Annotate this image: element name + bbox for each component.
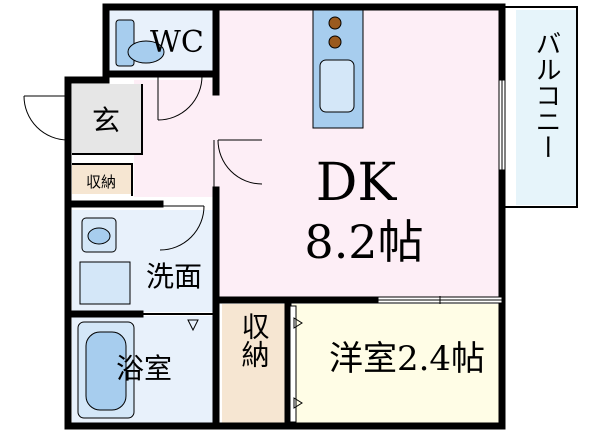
balcony-window [498,79,506,171]
western-room-sliding-door [377,296,503,304]
bathroom-label: 浴室 [116,352,172,385]
dk-label: DK [316,153,398,213]
storage-mid-floor [222,304,286,424]
wc-door-swing [157,75,203,121]
entrance-floor [72,84,142,154]
front-door-swing [23,95,69,141]
storage-entrance-floor [72,164,132,194]
dk-size-label: 8.2帖 [304,215,423,269]
toilet-icon [115,19,165,67]
washing-machine-space [79,261,131,305]
dk-door-swing [213,139,263,190]
kitchen-counter-icon [312,9,364,129]
corridor-floor [134,80,218,197]
balcony-label: バルコニー [531,30,561,160]
western-room-label: 洋室2.4帖 [329,339,485,379]
storage-entrance-label: 収納 [86,173,116,191]
entrance-label: 玄 [92,104,120,137]
bath-door-marker [187,319,199,332]
western-room-floor [292,304,502,424]
balcony-area [516,10,577,205]
wc-label: WC [150,25,204,60]
washroom-label: 洗面 [146,260,202,293]
washbasin-icon [81,217,117,253]
bathtub-icon [77,321,135,419]
walls [64,3,578,430]
storage-mid-label: 収納 [238,312,271,368]
storage-sliding-door [289,305,303,423]
washroom-door-swing [159,205,205,251]
